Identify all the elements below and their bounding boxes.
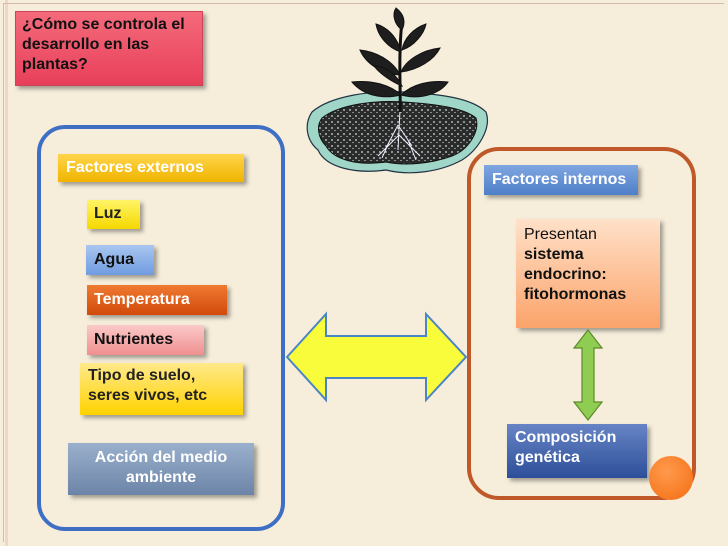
vertical-double-arrow-icon (572, 329, 604, 421)
slide-frame (3, 3, 724, 542)
environment-action-box: Acción del medio ambiente (68, 443, 254, 495)
endocrine-system-box: Presentan sistema endocrino: fitohormona… (516, 219, 660, 328)
external-factors-label: Factores externos (58, 154, 244, 182)
accent-dot (649, 456, 693, 500)
factor-suelo: Tipo de suelo, seres vivos, etc (80, 363, 243, 415)
factor-temperatura: Temperatura (87, 285, 227, 315)
internal-factors-label: Factores internos (484, 165, 638, 195)
left-edge-stripe (5, 0, 8, 546)
genetic-composition-box: Composición genética (507, 424, 647, 478)
presentan-prefix: Presentan (524, 226, 597, 243)
external-factors-panel (37, 125, 285, 531)
presentan-body: sistema endocrino: fitohormonas (524, 246, 627, 303)
double-arrow-icon (285, 311, 468, 403)
slide-title: ¿Cómo se controla el desarrollo en las p… (15, 11, 203, 86)
factor-luz: Luz (87, 200, 140, 229)
factor-nutrientes: Nutrientes (87, 325, 204, 355)
internal-factors-panel (467, 147, 696, 500)
factor-agua: Agua (86, 245, 154, 275)
